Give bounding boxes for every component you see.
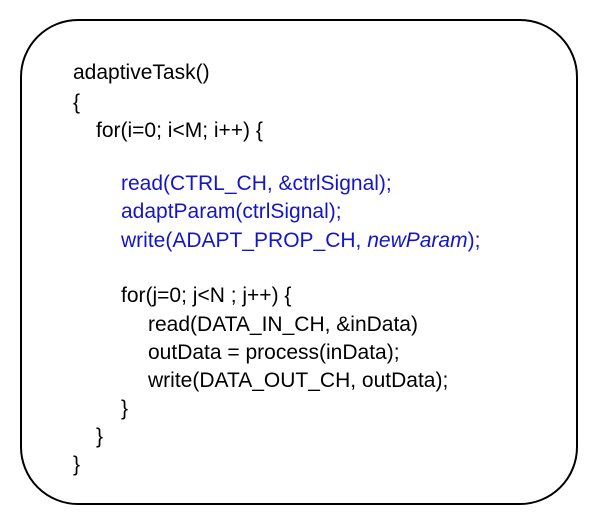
write-adapt-prefix: write(ADAPT_PROP_CH, — [121, 229, 368, 252]
outer-loop-close-brace: } — [96, 425, 104, 448]
new-param-argument: newParam — [367, 229, 468, 252]
code-frame — [20, 19, 578, 505]
inner-for-loop: for(j=0; j<N ; j++) { — [121, 284, 292, 307]
read-ctrl-statement: read(CTRL_CH, &ctrlSignal); — [121, 172, 392, 195]
write-adapt-statement: write(ADAPT_PROP_CH, newParam); — [121, 228, 480, 254]
process-statement: outData = process(inData); — [148, 341, 400, 364]
read-data-statement: read(DATA_IN_CH, &inData) — [148, 313, 418, 336]
function-close-brace: } — [73, 453, 81, 476]
write-adapt-suffix: ); — [467, 229, 481, 252]
function-signature: adaptiveTask() — [73, 61, 210, 84]
write-data-statement: write(DATA_OUT_CH, outData); — [148, 369, 449, 392]
function-open-brace: { — [73, 91, 81, 114]
adapt-param-statement: adaptParam(ctrlSignal); — [121, 200, 342, 223]
inner-loop-close-brace: } — [121, 397, 129, 420]
outer-for-loop: for(i=0; i<M; i++) { — [96, 119, 263, 142]
